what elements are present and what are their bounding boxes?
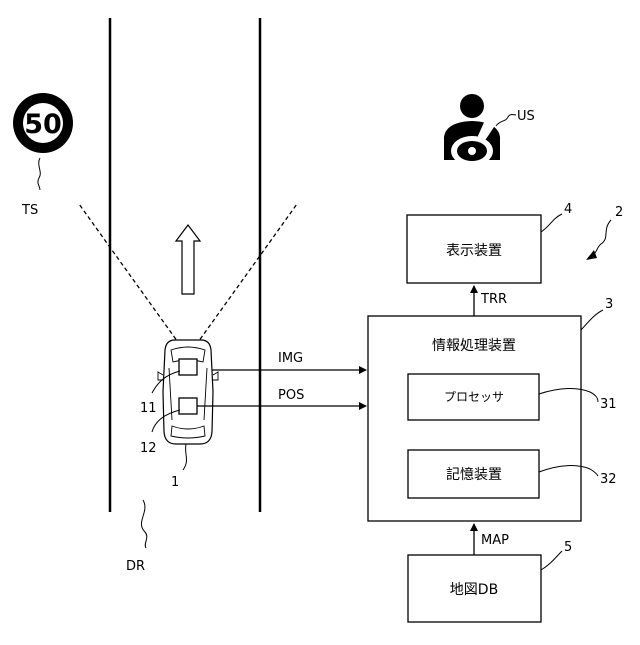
sign-label: TS <box>21 203 38 218</box>
img-signal-label: IMG <box>278 351 303 366</box>
map-db-leader-line <box>541 551 562 570</box>
processing-leader-line <box>581 310 603 330</box>
travel-direction-arrow <box>176 225 200 294</box>
map-db-title: 地図DB <box>450 582 498 598</box>
gps-label: 12 <box>140 441 157 456</box>
vehicle-label: 1 <box>171 475 179 490</box>
fov-right-line <box>196 204 297 345</box>
vehicle <box>158 340 218 444</box>
system-label: 2 <box>615 205 623 220</box>
processor-title: プロセッサ <box>444 390 504 404</box>
memory-label: 32 <box>600 472 617 487</box>
map-signal-label: MAP <box>481 533 509 548</box>
trr-signal-label: TRR <box>480 292 507 307</box>
steering-wheel-hub <box>468 147 476 155</box>
display-device-title: 表示装置 <box>446 243 502 259</box>
processor-label: 31 <box>600 397 617 412</box>
info-processing-title: 情報処理装置 <box>432 338 516 354</box>
camera-label: 11 <box>140 401 157 416</box>
map-db-label: 5 <box>564 540 572 555</box>
display-label: 4 <box>564 202 572 217</box>
road-leader-line <box>141 500 146 548</box>
vehicle-leader-line <box>183 444 187 470</box>
display-leader-line <box>541 214 562 232</box>
processing-label: 3 <box>605 297 613 312</box>
road-label: DR <box>126 559 145 574</box>
pos-signal-label: POS <box>278 388 304 403</box>
system-leader-line <box>592 220 611 255</box>
fov-left-line <box>79 204 180 345</box>
position-sensor-unit <box>179 398 197 414</box>
memory-title: 記憶装置 <box>446 466 502 483</box>
driver-icon <box>444 94 500 166</box>
user-label: US <box>517 109 535 124</box>
traffic-sign: 50 <box>13 93 73 153</box>
sign-speed-value: 50 <box>24 109 62 140</box>
sign-leader-line <box>38 158 40 190</box>
camera-unit <box>179 359 197 375</box>
user-leader-line <box>496 115 516 127</box>
driver-head <box>460 94 484 118</box>
